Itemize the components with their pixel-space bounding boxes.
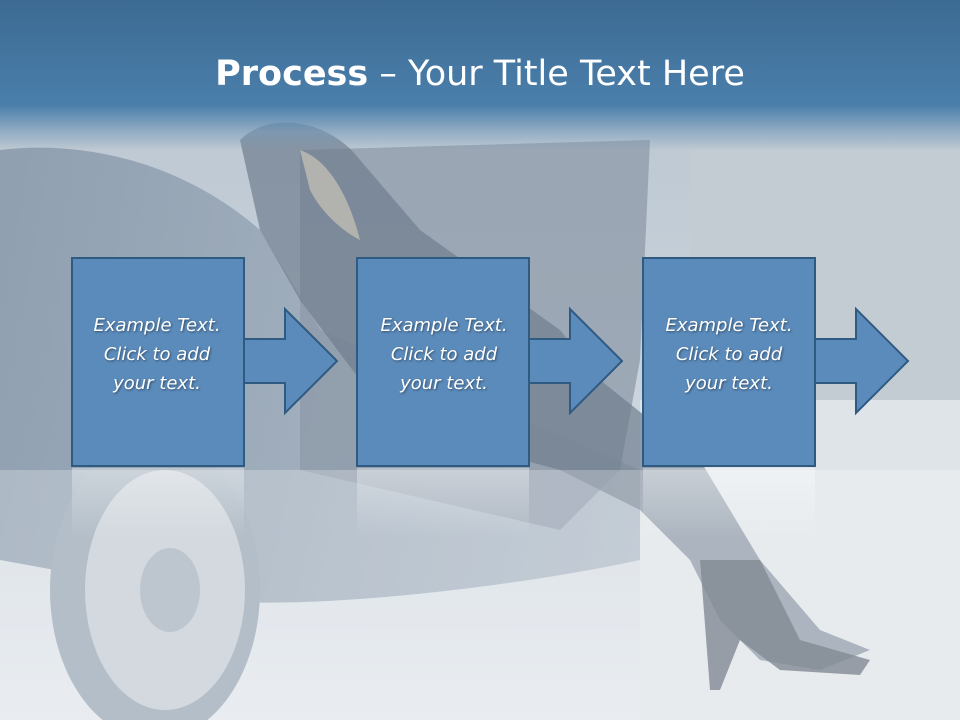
process-arrow-1 [243,306,339,416]
title-band [0,0,960,150]
process-step-2[interactable] [356,257,624,538]
process-step-1[interactable] [71,257,339,538]
slide-title[interactable]: Process – Your Title Text Here [0,52,960,96]
step-1-line3: your text. [113,373,201,394]
step-1-line2: Click to add [103,344,211,365]
process-arrow-2 [528,306,624,416]
process-step-3[interactable] [642,257,910,538]
step-1-text[interactable]: Example Text. Click to add your text. [72,311,242,398]
step-2-line3: your text. [400,373,488,394]
step-3-text[interactable]: Example Text. Click to add your text. [644,311,814,398]
title-rest: – Your Title Text Here [368,54,745,94]
title-bold: Process [215,54,369,94]
step-3-line3: your text. [685,373,773,394]
process-arrow-3 [814,306,910,416]
step-1-line1: Example Text. [93,315,221,336]
step-3-line2: Click to add [675,344,783,365]
step-2-line1: Example Text. [380,315,508,336]
step-2-text[interactable]: Example Text. Click to add your text. [359,311,529,398]
step-2-line2: Click to add [390,344,498,365]
step-3-line1: Example Text. [665,315,793,336]
